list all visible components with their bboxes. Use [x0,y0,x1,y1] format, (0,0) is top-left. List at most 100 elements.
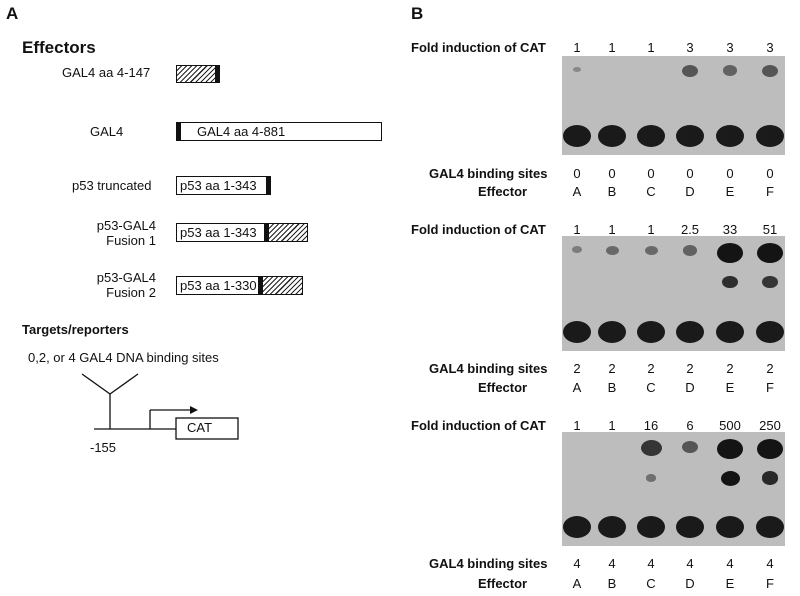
nls-block [176,122,181,141]
acetylated-spot-middle [720,470,740,486]
fold-induction-label: Fold induction of CAT [411,418,546,433]
acetylated-spot-upper [683,245,697,256]
fold-value: 500 [719,418,741,433]
fusion1-label-line2: Fusion 1 [106,233,156,248]
substrate-spot [756,125,784,147]
effector-letter: D [685,380,695,395]
gal4-dbd-domain-hatched [176,65,216,83]
nls-block [258,276,263,295]
fusion1-gal4-hatched [268,223,308,242]
acetylated-spot-upper [757,243,783,263]
binding-sites-value: 0 [573,166,581,181]
binding-sites-value: 2 [686,361,694,376]
effector-row-label: Effector [478,380,528,395]
effector-letter: D [685,184,695,199]
effector-label-fusion1: p53-GAL4 Fusion 1 [60,218,156,248]
acetylated-spot-upper [644,245,658,256]
fold-value: 1 [573,222,581,237]
effector-letter: F [766,184,774,199]
acetylated-spot-upper [605,245,619,256]
effector-label-fusion2: p53-GAL4 Fusion 2 [60,270,156,300]
fold-value: 1 [608,40,616,55]
binding-sites-value: 4 [647,556,655,571]
fold-value: 1 [573,40,581,55]
fold-induction-label: Fold induction of CAT [411,40,546,55]
effector-row-label: Effector [478,184,528,199]
fold-value: 1 [647,222,655,237]
binding-sites-value: 2 [726,361,734,376]
binding-sites-value: 0 [726,166,734,181]
binding-sites-value: 2 [766,361,774,376]
effector-letter: A [572,184,582,199]
fusion1-box-text: p53 aa 1-343 [180,225,257,240]
reporter-construct-diagram [81,373,239,440]
effectors-heading: Effectors [22,38,96,57]
panel-a-letter: A [6,4,19,23]
fold-value: 250 [759,418,781,433]
effector-letter: C [646,184,656,199]
fusion1-label-line1: p53-GAL4 [96,218,156,233]
effector-label-gal4: GAL4 [90,124,124,139]
acetylated-spot-upper [682,441,698,453]
acetylated-spot-upper [717,439,743,459]
p53-truncated-box-text: p53 aa 1-343 [180,178,257,193]
effector-letter: A [572,380,582,395]
substrate-spot [756,516,784,538]
nls-block [264,223,269,242]
binding-sites-value: 0 [686,166,694,181]
binding-sites-value: 4 [766,556,774,571]
effector-letter: C [646,380,656,395]
acetylated-spot-middle [762,275,778,289]
fold-value: 1 [608,418,616,433]
effector-row-label: Effector [478,576,528,591]
substrate-spot [598,516,626,538]
binding-sites-label: 0,2, or 4 GAL4 DNA binding sites [28,350,219,365]
gal4-binding-sites-label: GAL4 binding sites [429,361,548,376]
effector-letter: B [607,184,617,199]
binding-sites-value: 4 [686,556,694,571]
gal4-binding-sites-label: GAL4 binding sites [429,556,548,571]
effector-label-gal4-147: GAL4 aa 4-147 [62,65,151,80]
binding-sites-value: 0 [766,166,774,181]
substrate-spot [637,125,665,147]
fusion2-box-text: p53 aa 1-330 [180,278,257,293]
acetylated-spot-upper [640,440,662,456]
position-label: -155 [90,440,117,455]
effector-letter: C [646,576,656,591]
fusion2-label-line2: Fusion 2 [106,285,156,300]
effector-letter: D [685,576,695,591]
effector-letter: E [725,184,735,199]
binding-sites-value: 2 [608,361,616,376]
substrate-spot [598,125,626,147]
fold-value: 3 [726,40,734,55]
substrate-spot [756,321,784,343]
effector-letter: B [607,576,617,591]
fold-value: 51 [762,222,778,237]
acetylated-spot-upper [723,65,737,76]
acetylated-spot-middle [646,474,656,482]
cat-reporter-box [175,417,239,440]
acetylated-spot-upper [572,246,582,254]
substrate-spot [716,321,744,343]
substrate-spot [676,516,704,538]
effector-letter: E [725,380,735,395]
substrate-spot [676,125,704,147]
acetylated-spot-upper [762,65,778,77]
fold-value: 6 [686,418,694,433]
substrate-spot [716,516,744,538]
effector-letter: A [572,576,582,591]
fold-value: 1 [573,418,581,433]
acetylated-spot-upper [717,243,743,263]
cat-reporter-label: CAT [187,420,213,435]
substrate-spot [716,125,744,147]
acetylated-spot-upper [573,66,581,73]
binding-sites-value: 0 [647,166,655,181]
binding-sites-value: 4 [573,556,581,571]
tlc-blot-4-sites [562,432,785,546]
substrate-spot [563,125,591,147]
effector-letter: F [766,576,774,591]
binding-sites-value: 4 [726,556,734,571]
fusion2-label-line1: p53-GAL4 [96,270,156,285]
promoter-arrow-head [190,406,198,414]
gal4-binding-sites-label: GAL4 binding sites [429,166,548,181]
